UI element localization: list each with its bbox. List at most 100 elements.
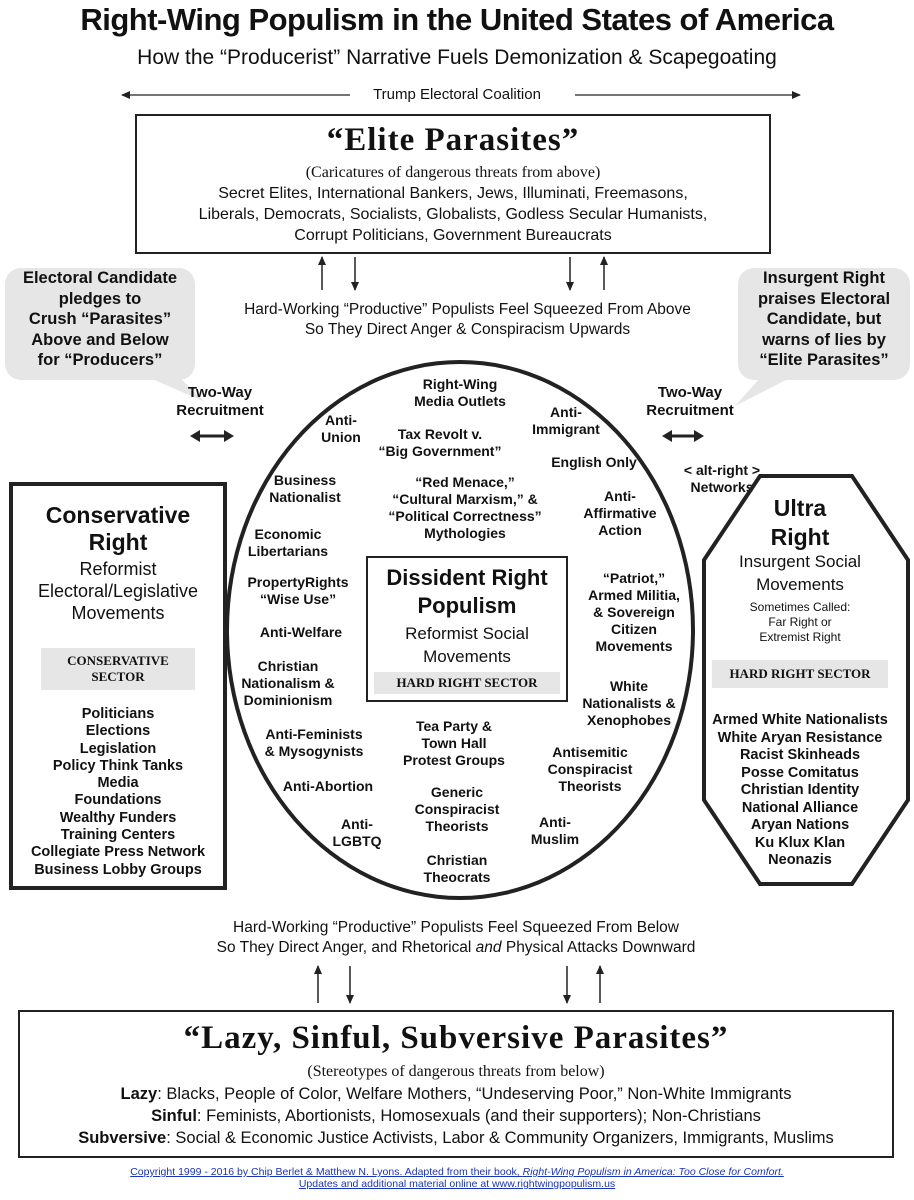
heading-line: Dissident Right <box>386 565 548 590</box>
dissident-heading: Dissident Right Populism <box>368 564 566 620</box>
bubble-line: Insurgent Right <box>763 269 885 287</box>
oval-line: Antisemitic <box>552 744 628 760</box>
sub-line: Reformist <box>79 559 157 579</box>
bubble-line: for “Producers” <box>37 351 163 369</box>
list-item: White Aryan Resistance <box>717 729 883 746</box>
sector-line: CONSERVATIVE <box>67 653 169 668</box>
website-link[interactable]: Updates and additional material online a… <box>298 1178 616 1190</box>
ultra-right-octagon <box>702 474 910 886</box>
oval-anti-muslim: Anti- Muslim <box>518 814 592 848</box>
sub-line: Movements <box>71 603 165 623</box>
sub-line: Electoral/Legislative <box>37 581 199 601</box>
oval-line: “Political Correctness” <box>388 508 542 524</box>
insurgent-right-bubble: Insurgent Right praises Electoral Candid… <box>738 268 910 380</box>
oval-anti-welfare: Anti-Welfare <box>259 624 343 640</box>
recruitment-left-label: Two-Way Recruitment <box>160 384 280 420</box>
oval-line: Armed Militia, <box>588 587 680 603</box>
oval-line: Tax Revolt v. <box>397 426 483 442</box>
list-item: Wealthy Funders <box>59 809 177 826</box>
list-item: National Alliance <box>741 799 859 816</box>
book-title-link[interactable]: Right-Wing Populism in America: Too Clos… <box>522 1166 784 1178</box>
heading-line: Populism <box>417 593 517 618</box>
oval-line: Anti- <box>539 814 571 830</box>
oval-line: Action <box>598 522 642 538</box>
bubble-line: pledges to <box>58 289 142 308</box>
list-item: Racist Skinheads <box>739 747 861 763</box>
oval-line: Immigrant <box>532 421 600 437</box>
heading-line: Conservative <box>45 502 191 528</box>
oval-line: Right-Wing <box>422 376 498 392</box>
oval-line: Mythologies <box>424 525 506 541</box>
oval-line: & Sovereign <box>593 604 675 620</box>
oval-line: Christian <box>257 658 319 674</box>
oval-red-menace: “Red Menace,” “Cultural Marxism,” & “Pol… <box>370 474 560 542</box>
oval-white-nationalists: White Nationalists & Xenophobes <box>572 678 686 729</box>
oval-line: Town Hall <box>421 735 487 751</box>
conservative-right-box: Conservative Right Reformist Electoral/L… <box>9 482 227 890</box>
list-item: Media <box>97 775 139 792</box>
oval-business-nationalist: Business Nationalist <box>250 472 360 506</box>
oval-line: “Cultural Marxism,” & <box>392 491 538 507</box>
elite-line: Secret Elites, International Bankers, Je… <box>218 185 688 202</box>
lazy-row: Lazy: Blacks, People of Color, Welfare M… <box>20 1083 892 1105</box>
oval-line: Anti- <box>604 488 636 504</box>
oval-christian-theocrats: Christian Theocrats <box>400 852 514 886</box>
sub-line: Reformist Social <box>405 624 529 643</box>
oval-line: Xenophobes <box>586 712 671 728</box>
oval-line: Conspiracist <box>414 801 500 817</box>
coalition-label: Trump Electoral Coalition <box>373 86 541 103</box>
ultra-right-subheading: Insurgent Social Movements <box>718 550 882 596</box>
lazy-row: Subversive: Social & Economic Justice Ac… <box>20 1127 892 1149</box>
conservative-heading: Conservative Right <box>13 502 223 556</box>
oval-line: & Mysogynists <box>264 743 364 759</box>
hard-right-sector-label: HARD RIGHT SECTOR <box>374 672 560 694</box>
copyright-text[interactable]: Copyright 1999 - 2016 by Chip Berlet & M… <box>130 1166 523 1178</box>
list-item: Neonazis <box>768 852 832 868</box>
elite-line: Liberals, Democrats, Socialists, Globali… <box>198 206 708 223</box>
squeeze-emphasis: and <box>475 939 502 956</box>
recruitment-line: Recruitment <box>646 402 734 419</box>
squeeze-line: So They Direct Anger, and Rhetorical and… <box>140 938 772 958</box>
squeeze-text: Physical Attacks Downward <box>501 939 696 956</box>
sector-line: SECTOR <box>91 669 145 684</box>
bubble-line: Candidate, but <box>766 310 882 328</box>
ultra-right-heading: Ultra Right <box>718 494 882 552</box>
page-subtitle: How the “Producerist” Narrative Fuels De… <box>137 46 777 69</box>
sub-line: Movements <box>756 575 844 594</box>
list-item: Posse Comitatus <box>741 764 859 781</box>
oval-antisemitic-conspiracist: Antisemitic Conspiracist Theorists <box>532 744 648 795</box>
list-item: Policy Think Tanks <box>52 757 184 774</box>
oval-anti-union: Anti- Union <box>306 412 376 446</box>
oval-economic-libertarians: Economic Libertarians <box>236 526 340 560</box>
oval-line: Anti-Feminists <box>265 726 363 742</box>
elite-line: Corrupt Politicians, Government Bureaucr… <box>294 227 612 244</box>
heading-line: Right <box>770 524 830 550</box>
oval-line: “Red Menace,” <box>415 474 515 490</box>
squeeze-text: So They Direct Anger, and Rhetorical <box>216 939 476 956</box>
oval-line: Business <box>273 472 337 488</box>
list-item: Legislation <box>79 740 157 757</box>
recruitment-line: Recruitment <box>176 402 264 419</box>
list-item: Elections <box>85 723 151 740</box>
bubble-line: Crush “Parasites” <box>28 310 172 328</box>
called-line: Sometimes Called: <box>749 600 851 614</box>
heading-line: Ultra <box>773 495 827 521</box>
row-label: Subversive <box>78 1129 167 1147</box>
oval-line: PropertyRights <box>247 574 349 590</box>
oval-tea-party: Tea Party & Town Hall Protest Groups <box>392 718 516 769</box>
bubble-line: Electoral Candidate <box>22 269 178 287</box>
alt-right-networks-label: < alt-right > Networks <box>662 462 782 496</box>
list-item: Christian Identity <box>740 782 860 798</box>
lazy-heading: “Lazy, Sinful, Subversive Parasites” <box>183 1020 729 1056</box>
oval-line: Christian <box>426 852 488 868</box>
squeeze-from-above-text: Hard-Working “Productive” Populists Feel… <box>195 300 740 340</box>
oval-tax-revolt: Tax Revolt v. “Big Government” <box>370 426 510 460</box>
oval-line: Nationalism & <box>241 675 335 691</box>
oval-line: Generic <box>430 784 484 800</box>
oval-christian-nationalism: Christian Nationalism & Dominionism <box>230 658 346 709</box>
called-line: Far Right or <box>768 615 832 629</box>
oval-line: Citizen <box>611 621 657 637</box>
copyright-line[interactable]: Copyright 1999 - 2016 by Chip Berlet & M… <box>0 1166 914 1178</box>
copyright-notice[interactable]: Copyright 1999 - 2016 by Chip Berlet & M… <box>0 1166 914 1190</box>
oval-anti-affirmative-action: Anti- Affirmative Action <box>568 488 672 539</box>
